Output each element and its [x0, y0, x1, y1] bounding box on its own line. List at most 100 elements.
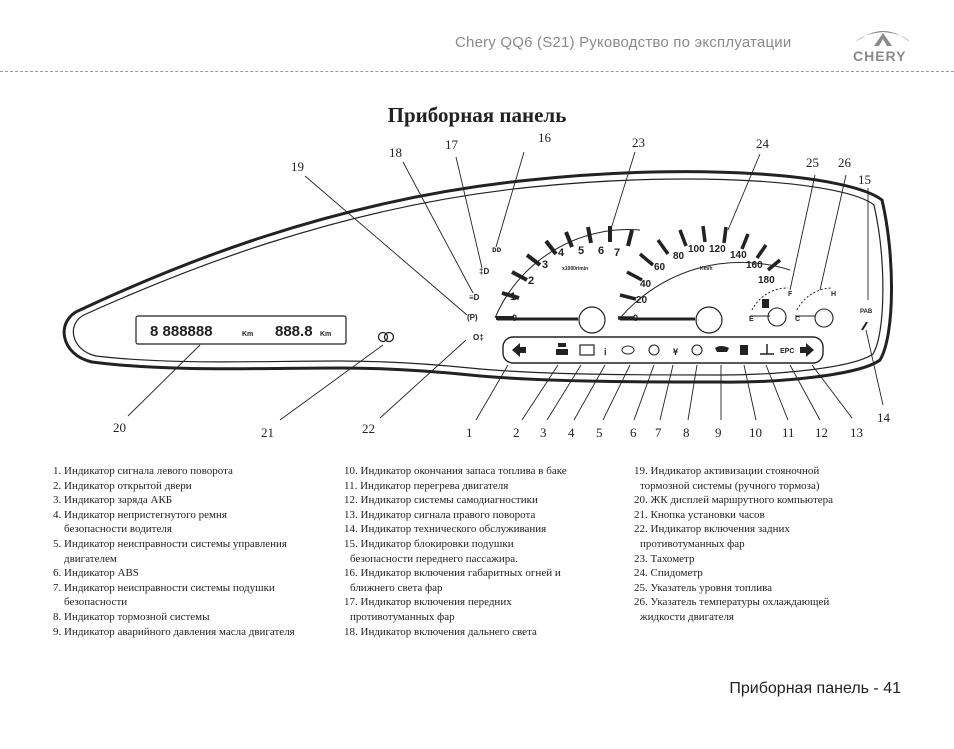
- callout-23: 23: [632, 135, 645, 150]
- callout-13: 13: [850, 425, 863, 440]
- callout-4: 4: [568, 425, 575, 440]
- legend-item: 11. Индикатор перегрева двигателя: [344, 479, 509, 492]
- callout-12: 12: [815, 425, 828, 440]
- legend-item: двигателем: [64, 552, 117, 565]
- passenger-airbag-off-icon: PAB: [860, 309, 873, 315]
- chery-logo-icon: [856, 31, 910, 46]
- low-fuel-icon: [740, 345, 748, 355]
- speed-tick-label: 160: [746, 260, 763, 271]
- abs-icon: [648, 344, 660, 356]
- speedometer: 20 40 60 80 100 120 140 160 180 Km/h 0: [618, 225, 791, 334]
- callout-11: 11: [782, 425, 795, 440]
- callout-15: 15: [858, 172, 871, 187]
- legend-item: 26. Указатель температуры охлаждающей: [634, 596, 830, 609]
- legend-item: 13. Индикатор сигнала правого поворота: [344, 508, 536, 521]
- speed-tick-label: 100: [688, 244, 705, 255]
- legend-item: ближнего света фар: [350, 581, 443, 594]
- legend-item: 3. Индикатор заряда АКБ: [53, 494, 173, 507]
- temp-hot-label: H: [831, 291, 836, 298]
- legend-item: 10. Индикатор окончания запаса топлива в…: [344, 465, 567, 477]
- callout-9: 9: [715, 425, 722, 440]
- legend-item: 14. Индикатор технического обслуживания: [344, 523, 547, 536]
- legend-item: 17. Индикатор включения передних: [344, 596, 512, 609]
- legend-item: безопасности водителя: [64, 523, 172, 536]
- speed-unit-label: Km/h: [700, 266, 713, 272]
- speed-tick-label: 120: [709, 244, 726, 255]
- legend-item: тормозной системы (ручного тормоза): [640, 479, 820, 492]
- coolant-temp-icon: [760, 344, 774, 355]
- tacho-tick-label: 2: [528, 275, 534, 287]
- callout-2: 2: [513, 425, 520, 440]
- legend-item: 23. Тахометр: [634, 552, 695, 565]
- oil-pressure-icon: [715, 346, 729, 352]
- callout-25: 25: [806, 155, 819, 170]
- fuel-empty-label: E: [749, 316, 754, 323]
- legend-item: безопасности переднего пассажира.: [350, 552, 518, 565]
- tacho-tick-label: 3: [542, 259, 548, 271]
- speed-tick-label: 180: [758, 275, 775, 286]
- clock-set-button[interactable]: [377, 331, 395, 343]
- callout-20: 20: [113, 420, 126, 435]
- legend-item: 24. Спидометр: [634, 567, 703, 580]
- callout-14: 14: [877, 410, 891, 425]
- callout-6: 6: [630, 425, 637, 440]
- callout-22: 22: [362, 421, 375, 436]
- page-footer: Приборная панель - 41: [729, 680, 901, 697]
- legend-item: жидкости двигателя: [640, 610, 734, 623]
- epc-icon: EPC: [780, 348, 794, 355]
- left-indicators: ᴅᴅ ‡D ≡D (P) O‡: [467, 245, 502, 342]
- parking-lights-icon: ᴅᴅ: [492, 245, 502, 254]
- callout-7: 7: [655, 425, 662, 440]
- high-beam-icon: ≡D: [469, 293, 480, 302]
- callout-24: 24: [756, 136, 770, 151]
- brand-wordmark: CHERY: [853, 48, 907, 64]
- legend-item: 12. Индикатор системы самодиагностики: [344, 494, 538, 507]
- tacho-tick-label: 6: [598, 245, 604, 257]
- fuel-full-label: F: [788, 291, 793, 298]
- legend-item: 6. Индикатор ABS: [53, 567, 139, 580]
- legend-item: 7. Индикатор неисправности системы подуш…: [53, 581, 275, 594]
- legend-item: 5. Индикатор неисправности системы управ…: [53, 537, 287, 550]
- legend-item: 21. Кнопка установки часов: [634, 508, 765, 521]
- warning-indicator-strip: ⅰ Ұ EPC: [502, 336, 824, 364]
- temperature-gauge: C H: [795, 287, 836, 328]
- right-turn-icon: [800, 343, 814, 357]
- engine-check-icon: [621, 345, 635, 355]
- callout-17: 17: [445, 137, 459, 152]
- legend-item: 15. Индикатор блокировки подушки: [344, 537, 514, 550]
- legend-item: 20. ЖК дисплей маршрутного компьютера: [634, 494, 834, 507]
- callout-16: 16: [538, 130, 552, 145]
- cluster-outline: [62, 170, 893, 384]
- tacho-tick-label: 5: [578, 245, 584, 257]
- lcd-display: 8 888888 Km 888.8 Km: [135, 315, 347, 345]
- battery-icon: [579, 344, 595, 356]
- lcd-trip-unit: Km: [320, 331, 331, 338]
- manual-header-title: Chery QQ6 (S21) Руководство по эксплуата…: [455, 34, 792, 51]
- callout-10: 10: [749, 425, 762, 440]
- parking-brake-icon: (P): [467, 313, 478, 322]
- legend-item: 25. Указатель уровня топлива: [634, 581, 773, 594]
- section-title: Приборная панель: [387, 103, 567, 127]
- lcd-trip-value: 888.8: [275, 323, 313, 340]
- door-open-icon: [556, 343, 568, 355]
- airbag-icon: Ұ: [673, 347, 678, 357]
- speed-tick-label: 40: [640, 279, 652, 290]
- tachometer: 1 2 3 4 5 6 7 x1000r/min 0: [494, 226, 641, 334]
- instrument-panel-diagram: 8 888888 Km 888.8 Km ᴅᴅ ‡D ≡D (P) O‡ 1 2…: [62, 130, 893, 440]
- callout-1: 1: [466, 425, 473, 440]
- legend-column-2: 10. Индикатор окончания запаса топлива в…: [344, 464, 567, 639]
- tacho-tick-label: 4: [558, 247, 565, 259]
- legend-item: 16. Индикатор включения габаритных огней…: [344, 567, 561, 580]
- brake-icon: [691, 344, 703, 356]
- tacho-tick-label: 7: [614, 247, 620, 259]
- seatbelt-icon: ⅰ: [604, 347, 607, 357]
- legend-item: 19. Индикатор активизации стояночной: [634, 465, 820, 477]
- callout-18: 18: [389, 145, 402, 160]
- header-divider: [0, 71, 954, 72]
- legend-item: 9. Индикатор аварийного давления масла д…: [53, 625, 295, 638]
- callout-3: 3: [540, 425, 547, 440]
- legend-item: безопасности: [64, 596, 128, 609]
- rear-fog-icon: O‡: [473, 333, 484, 342]
- speed-tick-label: 80: [673, 251, 685, 262]
- legend-item: 1. Индикатор сигнала левого поворота: [53, 465, 233, 477]
